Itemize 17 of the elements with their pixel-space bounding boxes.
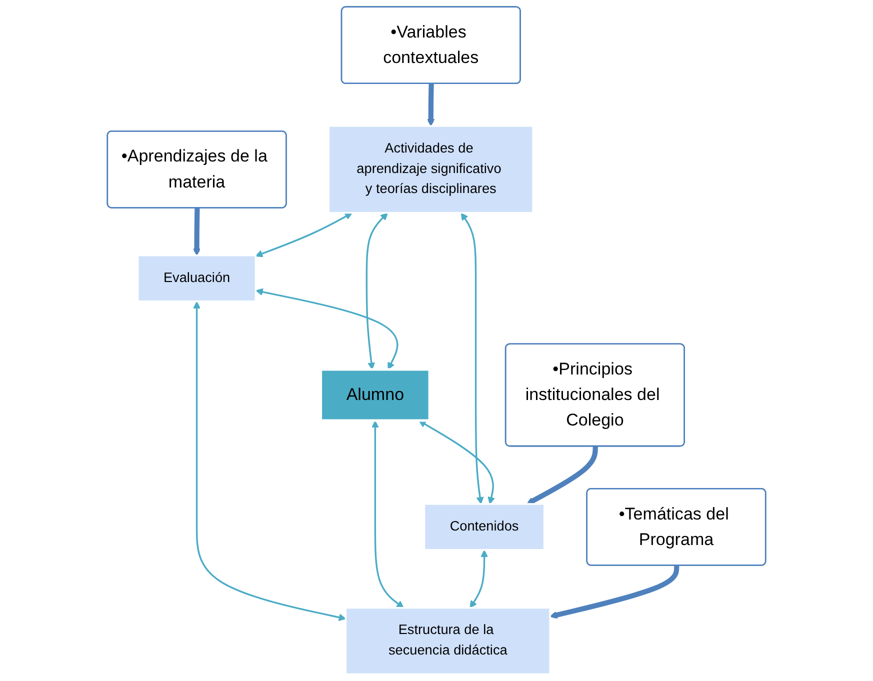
arrow (470, 550, 488, 608)
arrow (193, 208, 201, 256)
node-box: Evaluación (137, 254, 256, 302)
arrow (255, 212, 352, 258)
node-box: Alumno (320, 368, 431, 422)
node-box: Estructura de la secuencia didáctica (344, 606, 551, 676)
arrow (193, 301, 346, 622)
arrow (256, 288, 398, 370)
arrow (526, 446, 598, 505)
arrow (366, 212, 388, 370)
node-box: Actividades de aprendizaje significativo y teorías disciplinares (328, 125, 534, 214)
arrow (427, 84, 435, 126)
arrow (460, 212, 484, 504)
arrow (418, 420, 495, 504)
arrow (371, 420, 404, 608)
arrow (550, 566, 680, 619)
node-box: Contenidos (423, 503, 546, 551)
